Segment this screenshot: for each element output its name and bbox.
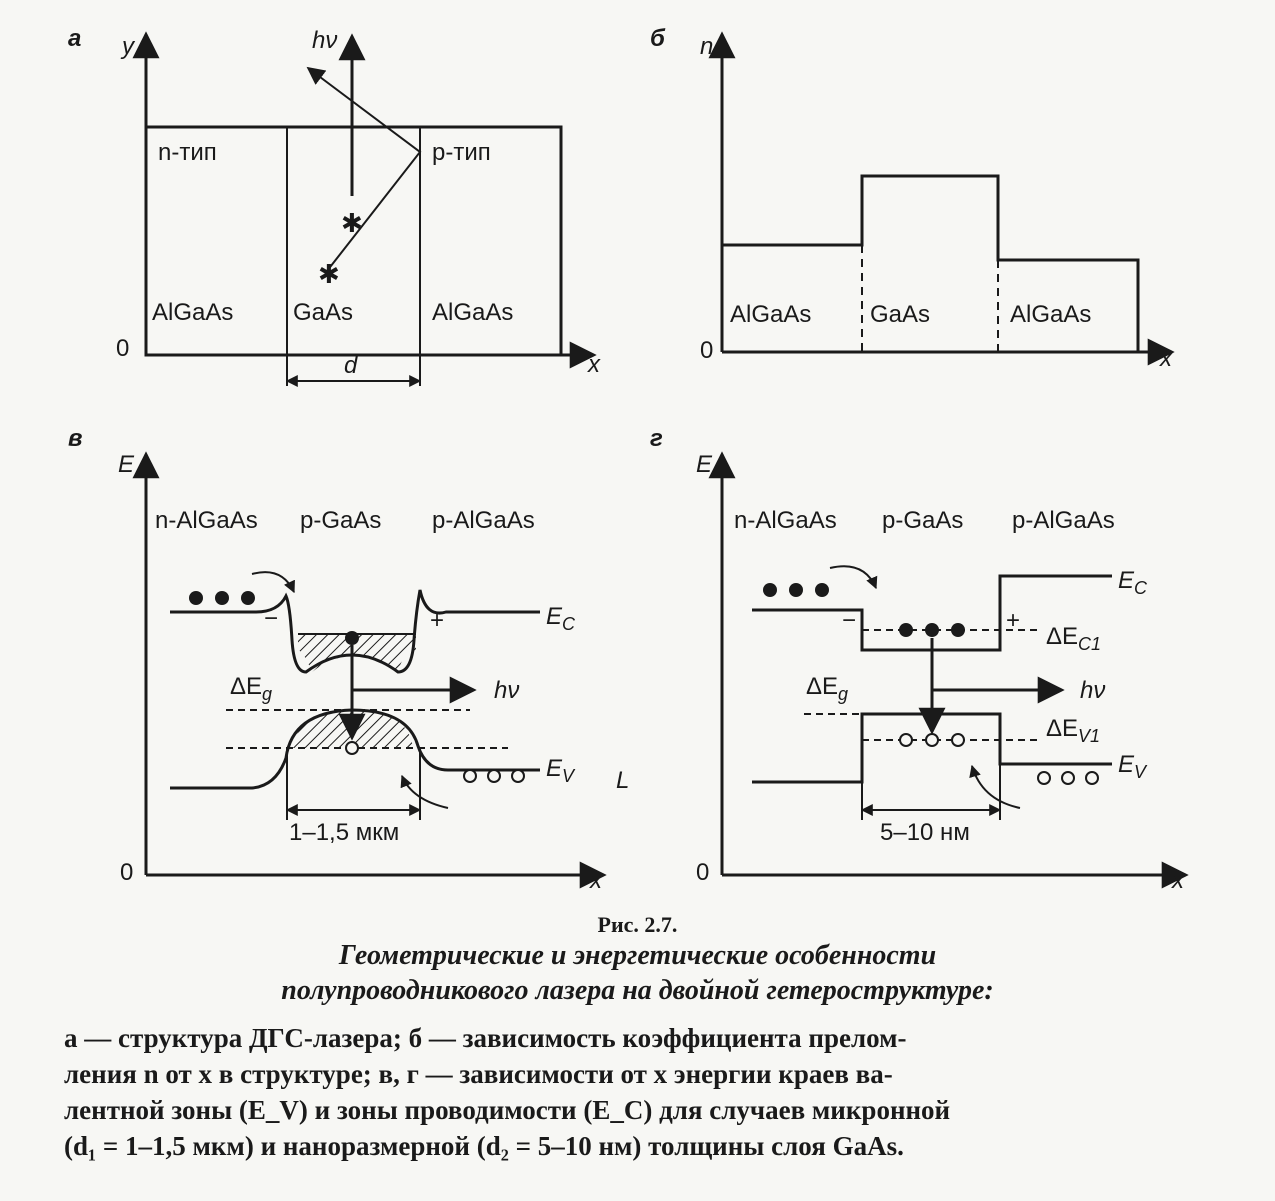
panel-c-hole-icon bbox=[487, 769, 501, 783]
panel-c-hole-icon bbox=[511, 769, 525, 783]
panel-c-electron-icon bbox=[189, 591, 203, 605]
panel-d-electron-icon bbox=[899, 623, 913, 637]
panel-d-right-layer: p-AlGaAs bbox=[1012, 507, 1115, 534]
panel-a-origin: 0 bbox=[116, 335, 129, 362]
panel-c-y-label: E bbox=[118, 451, 135, 478]
panel-c-electron-icon bbox=[215, 591, 229, 605]
caption-body: а — структура ДГС-лазера; б — зависимост… bbox=[64, 1020, 1224, 1164]
panel-c-delta-eg: ΔEg bbox=[230, 673, 272, 704]
caption-title: Рис. 2.7. bbox=[597, 912, 678, 937]
panel-d: г E x 0 n-AlGaAs p-GaAs p-AlGaAs bbox=[650, 425, 1189, 894]
panel-c-x-label: x bbox=[589, 867, 603, 894]
panel-d-mid-layer: p-GaAs bbox=[882, 507, 963, 534]
panel-b: б n x 0 AlGaAs GaAs AlGaAs bbox=[650, 25, 1175, 372]
panel-d-hole-icon bbox=[951, 733, 965, 747]
panel-d-electron-icon bbox=[925, 623, 939, 637]
panel-c-mid-layer: p-GaAs bbox=[300, 507, 381, 534]
panel-c-ev-label: EV bbox=[546, 755, 576, 786]
panel-d-electron-icon bbox=[789, 583, 803, 597]
panel-c-minus-sign: − bbox=[264, 605, 278, 632]
panel-d-hole-icon bbox=[899, 733, 913, 747]
panel-b-origin: 0 bbox=[700, 337, 713, 364]
panel-c-electron-population bbox=[298, 634, 416, 672]
panel-d-ec-label: EC bbox=[1118, 567, 1148, 598]
panel-d-delta-ec1: ΔEC1 bbox=[1046, 623, 1101, 654]
panel-d-hole-icon bbox=[1061, 771, 1075, 785]
panel-a-x-label: x bbox=[587, 351, 601, 378]
panel-d-hv-label: hν bbox=[1080, 677, 1105, 704]
panel-a-reflected-ray bbox=[306, 66, 422, 272]
caption-subtitle-line1: Геометрические и энергетические особенно… bbox=[338, 940, 937, 971]
panel-a-n-type: n-тип bbox=[158, 139, 217, 166]
panel-b-x-label: x bbox=[1159, 345, 1173, 372]
panel-c-electron-injection-arrow bbox=[251, 571, 295, 594]
caption-subtitle-line2: полупроводникового лазера на двойной гет… bbox=[281, 975, 994, 1006]
panel-a-mid-material: GaAs bbox=[293, 299, 353, 326]
panel-c-plus-sign: + bbox=[430, 607, 444, 634]
panel-d-x-label: x bbox=[1171, 867, 1185, 894]
panel-c-origin: 0 bbox=[120, 859, 133, 886]
panel-b-right-material: AlGaAs bbox=[1010, 301, 1091, 328]
panel-a-width-label: d bbox=[344, 352, 358, 379]
caption-body-line: а — структура ДГС-лазера; б — зависимост… bbox=[64, 1023, 907, 1053]
panel-d-delta-eg: ΔEg bbox=[806, 673, 848, 704]
panel-d-left-layer: n-AlGaAs bbox=[734, 507, 837, 534]
caption-body-line: ления n от x в структуре; в, г — зависим… bbox=[64, 1059, 893, 1089]
panel-c-hole-icon bbox=[463, 769, 477, 783]
panel-a-p-type: p-тип bbox=[432, 139, 491, 166]
panel-d-hole-icon bbox=[925, 733, 939, 747]
panel-d-y-label: E bbox=[696, 451, 713, 478]
panel-b-letter: б bbox=[650, 25, 666, 52]
panel-d-hole-icon bbox=[1037, 771, 1051, 785]
panel-d-origin: 0 bbox=[696, 859, 709, 886]
panel-d-electron-icon bbox=[815, 583, 829, 597]
panel-a-letter: а bbox=[68, 25, 81, 52]
panel-a: а y x 0 n-тип p-тип AlGaAs GaAs AlGaAs h… bbox=[68, 25, 601, 387]
panel-c-l-mark: L bbox=[616, 767, 629, 794]
panel-c-width-label: 1–1,5 мкм bbox=[289, 819, 399, 846]
panel-a-star-icon: ✱ bbox=[318, 259, 340, 289]
panel-c-electron-icon bbox=[345, 631, 359, 645]
panel-a-right-material: AlGaAs bbox=[432, 299, 513, 326]
panel-c-electron-icon bbox=[241, 591, 255, 605]
panel-c-letter: в bbox=[68, 425, 83, 452]
panel-d-hole-icon bbox=[1085, 771, 1099, 785]
panel-b-mid-material: GaAs bbox=[870, 301, 930, 328]
panel-d-ev-label: EV bbox=[1118, 751, 1148, 782]
caption-body-line: лентной зоны (E_V) и зоны проводимости (… bbox=[64, 1095, 951, 1125]
panel-c-left-layer: n-AlGaAs bbox=[155, 507, 258, 534]
panel-d-electron-icon bbox=[763, 583, 777, 597]
panel-d-plus-sign: + bbox=[1006, 607, 1020, 634]
caption-body-line: (d₁ = 1–1,5 мкм) и наноразмерной (d₂ = 5… bbox=[64, 1131, 904, 1161]
panel-c-hole-icon bbox=[345, 741, 359, 755]
panel-c-hv-label: hν bbox=[494, 677, 519, 704]
panel-c-hole-injection-arrow bbox=[400, 774, 449, 809]
panel-d-letter: г bbox=[650, 425, 663, 452]
panel-c: в E x 0 n-AlGaAs p-GaAs p-AlGaAs bbox=[68, 425, 629, 894]
panel-b-y-label: n bbox=[700, 33, 713, 60]
panel-d-delta-ev1: ΔEV1 bbox=[1046, 715, 1100, 746]
panel-b-left-material: AlGaAs bbox=[730, 301, 811, 328]
panel-a-y-label: y bbox=[120, 33, 136, 60]
panel-a-star-icon: ✱ bbox=[341, 208, 363, 238]
panel-c-ec-label: EC bbox=[546, 603, 576, 634]
panel-d-electron-icon bbox=[951, 623, 965, 637]
panel-a-hv-label: hν bbox=[312, 27, 337, 54]
panel-d-width-label: 5–10 нм bbox=[880, 819, 970, 846]
panel-d-minus-sign: − bbox=[842, 607, 856, 634]
panel-c-right-layer: p-AlGaAs bbox=[432, 507, 535, 534]
panel-a-left-material: AlGaAs bbox=[152, 299, 233, 326]
panel-d-hole-injection-arrow bbox=[969, 764, 1021, 809]
panel-d-electron-injection-arrow bbox=[829, 565, 878, 590]
